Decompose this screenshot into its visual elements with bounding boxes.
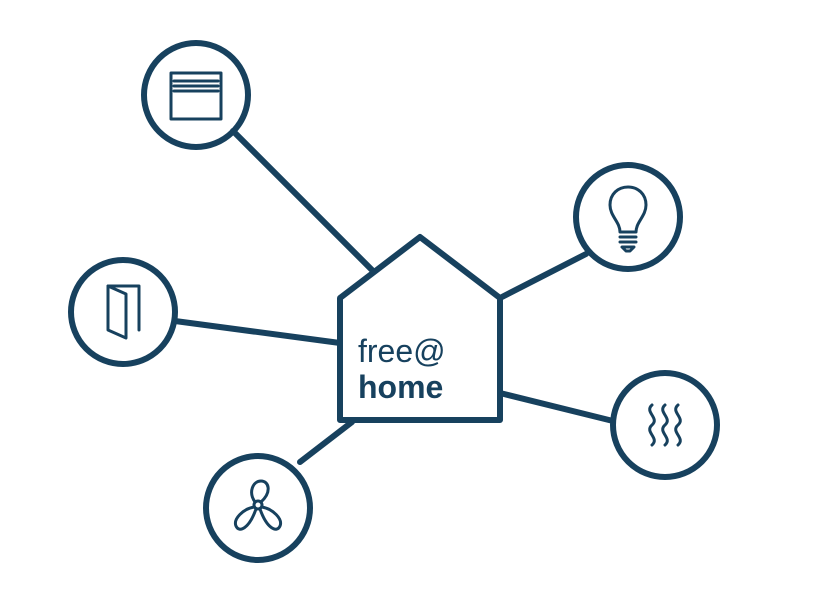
connector-door [172, 318, 343, 346]
door-icon [106, 284, 141, 340]
connectors [172, 128, 616, 465]
house-outline [337, 234, 503, 423]
blinds-node [141, 40, 251, 150]
connector-fan [297, 419, 355, 465]
house-hub: free@ home [337, 234, 503, 423]
connector-blinds [230, 128, 375, 273]
brand-line-2: home [358, 369, 443, 405]
fan-node-circle [203, 453, 313, 563]
lighting-node [573, 162, 683, 272]
door-node [68, 257, 178, 367]
door-node-circle [68, 257, 178, 367]
light-bulb-icon [608, 185, 648, 253]
brand-line-1: free@ [358, 333, 446, 369]
connector-bulb [497, 251, 589, 301]
heating-waves-icon [648, 403, 682, 447]
ventilation-node [203, 453, 313, 563]
connector-heating [497, 390, 616, 424]
blinds-node-circle [141, 40, 251, 150]
fan-icon [233, 479, 283, 531]
heating-node [610, 370, 720, 480]
window-blind-icon [169, 71, 223, 121]
bulb-node-circle [573, 162, 683, 272]
heating-node-circle [610, 370, 720, 480]
